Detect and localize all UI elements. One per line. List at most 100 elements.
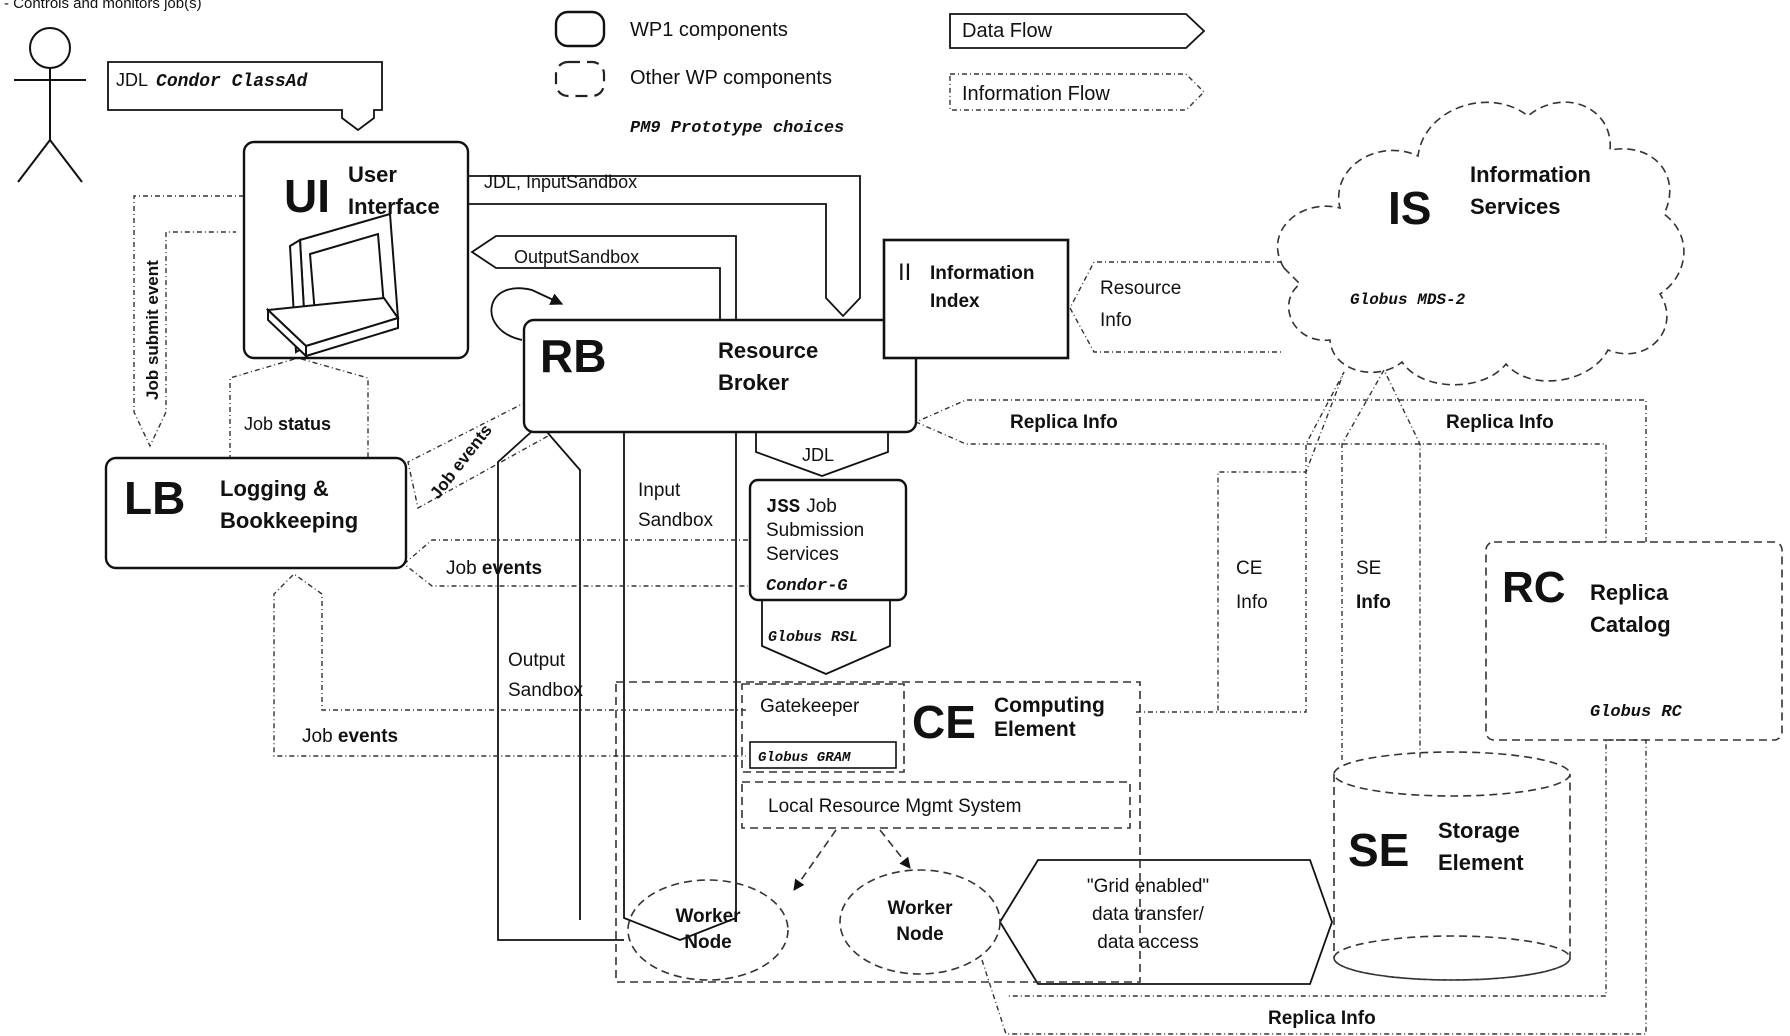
jss-line1: Job <box>806 496 837 517</box>
flow-job-status <box>229 357 369 460</box>
flow-job-status-bold: status <box>278 414 331 434</box>
svg-text:Job status: Job status <box>244 414 331 434</box>
lrms-to-worker2 <box>879 829 911 869</box>
is-name-line2: Services <box>1470 194 1561 219</box>
jss-impl: Condor-G <box>766 577 848 596</box>
se-abbr: SE <box>1348 824 1409 876</box>
ui-abbr: UI <box>284 170 330 222</box>
is-node: IS Information Services Globus MDS-2 <box>1276 101 1685 386</box>
ce-abbr: CE <box>912 696 976 748</box>
flow-output-sandbox-label: OutputSandbox <box>514 247 639 267</box>
worker-node-1 <box>627 879 789 981</box>
flow-replica-info-bottom-label: Replica Info <box>1268 1008 1376 1029</box>
flow-job-events-diag-label: Job events <box>426 421 496 503</box>
flow-job-events-low-prefix: Job <box>302 726 338 747</box>
worker1-line1: Worker <box>675 906 741 927</box>
worker1-line2: Node <box>684 932 732 953</box>
legend-data-flow-label: Data Flow <box>962 20 1053 42</box>
legend-pm9-label: PM9 Prototype choices <box>630 119 844 138</box>
is-abbr: IS <box>1388 182 1431 234</box>
rb-name-line1: Resource <box>718 338 818 363</box>
is-name-line1: Information <box>1470 162 1591 187</box>
header-note: - Controls and monitors job(s) <box>4 0 202 12</box>
lb-node: LB Logging & Bookkeeping <box>104 456 408 570</box>
is-impl: Globus MDS-2 <box>1350 291 1466 309</box>
flow-jdl-small <box>755 432 889 477</box>
gatekeeper-box <box>741 683 905 773</box>
ui-name-line1: User <box>348 162 397 187</box>
rsl-label: Globus RSL <box>768 629 858 646</box>
ce-name-line1: Computing <box>994 694 1105 717</box>
rc-name-line1: Replica <box>1590 580 1669 605</box>
flow-ce-info <box>1136 371 1345 713</box>
lb-name-line1: Logging & <box>220 476 329 501</box>
ii-node: II Information Index <box>882 238 1070 360</box>
rc-abbr: RC <box>1502 563 1566 612</box>
user-jdl-mono: Condor ClassAd <box>156 72 308 92</box>
lb-name-line2: Bookkeeping <box>220 508 358 533</box>
se-name-line1: Storage <box>1438 818 1520 843</box>
user-jdl-prefix: JDL <box>116 70 148 90</box>
rb-node: RB Resource Broker <box>522 318 918 434</box>
flow-se-info-label2: Info <box>1356 592 1391 613</box>
worker2-line2: Node <box>896 924 944 945</box>
flow-jdl-small-label: JDL <box>802 445 834 465</box>
rb-name-line2: Broker <box>718 370 789 395</box>
flow-input-sandbox-label1: Input <box>638 480 681 501</box>
ui-name-line2: Interface <box>348 194 440 219</box>
flow-output-sandbox-low-label2: Sandbox <box>508 680 584 701</box>
legend-data-flow-arrow <box>949 13 1206 49</box>
lb-abbr: LB <box>124 472 185 524</box>
flow-resource-info-label2: Info <box>1100 310 1132 331</box>
flow-grid-label3: data access <box>1097 932 1198 953</box>
flow-job-submit-event-label: Job submit event <box>143 260 162 400</box>
flow-input-sandbox-label2: Sandbox <box>638 510 714 531</box>
worker2-line1: Worker <box>887 898 953 919</box>
gatekeeper-label: Gatekeeper <box>760 696 860 717</box>
flow-replica-info-bottom <box>981 739 1647 1035</box>
gram-label: Globus GRAM <box>758 750 851 766</box>
flow-resource-info-label1: Resource <box>1100 278 1181 299</box>
ii-name-line2: Index <box>930 291 980 312</box>
legend-other-swatch <box>554 60 606 98</box>
svg-text:Job events: Job events <box>446 558 542 579</box>
rc-node: RC Replica Catalog Globus RC <box>1485 541 1783 741</box>
lrms-box <box>741 781 1131 829</box>
flow-job-submit-event <box>133 195 244 448</box>
flow-input-sandbox <box>623 432 737 941</box>
flow-job-events-low <box>273 573 746 757</box>
se-name-line2: Element <box>1438 850 1524 875</box>
legend-info-flow-arrow <box>949 73 1205 111</box>
user-figure <box>14 27 86 183</box>
ce-name-line2: Element <box>994 718 1076 741</box>
flow-job-events-diag <box>407 395 549 510</box>
flow-jdl-input-label: JDL, InputSandbox <box>484 172 637 192</box>
flow-ce-info-label2: Info <box>1236 592 1268 613</box>
flow-grid-transfer <box>998 859 1333 985</box>
rc-impl: Globus RC <box>1590 703 1683 722</box>
ui-node: UI User Interface <box>242 140 470 360</box>
rsl-arrow <box>761 600 891 675</box>
gram-box <box>749 741 897 769</box>
legend: WP1 components Other WP components PM9 P… <box>554 10 1206 138</box>
flow-job-events-mid-prefix: Job <box>446 558 482 579</box>
flow-replica-info-rb-label: Replica Info <box>1010 412 1118 433</box>
legend-wp1-label: WP1 components <box>630 19 788 41</box>
flow-job-status-prefix: Job <box>244 414 278 434</box>
jss-abbr: JSS <box>766 496 800 518</box>
ii-abbr: II <box>898 259 911 286</box>
lrms-to-worker1 <box>793 829 837 891</box>
flow-replica-info-rc-label: Replica Info <box>1446 412 1554 433</box>
legend-wp1-swatch <box>554 10 606 48</box>
flow-grid-label2: data transfer/ <box>1092 904 1205 925</box>
flow-job-events-mid-bold: events <box>482 558 542 579</box>
rb-abbr: RB <box>540 330 606 382</box>
user-jdl-callout: JDL Condor ClassAd <box>107 61 383 132</box>
legend-info-flow-label: Information Flow <box>962 83 1110 105</box>
flow-resource-info <box>1069 261 1282 353</box>
